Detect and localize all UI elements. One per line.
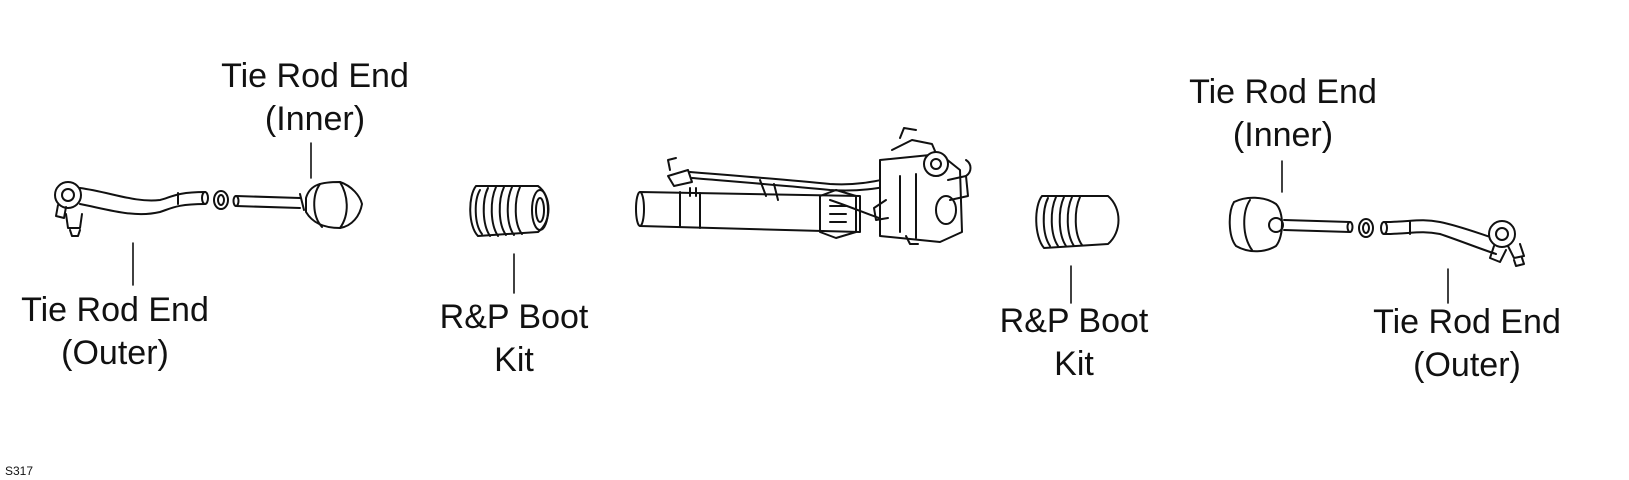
label-line2: (Inner) bbox=[264, 100, 366, 138]
label-line2: (Outer) bbox=[61, 334, 169, 372]
label-left-inner-tie-rod-end: Tie Rod End (Inner) bbox=[210, 55, 420, 141]
label-line1: Tie Rod End bbox=[1373, 303, 1561, 341]
steering-rack-drawing bbox=[635, 127, 972, 245]
label-line2: (Outer) bbox=[1413, 346, 1521, 384]
label-right-outer-tie-rod-end: Tie Rod End (Outer) bbox=[1362, 301, 1572, 387]
label-right-inner-tie-rod-end: Tie Rod End (Inner) bbox=[1178, 71, 1388, 157]
right-boot-drawing bbox=[1035, 195, 1120, 249]
label-left-boot-kit: R&P Boot Kit bbox=[424, 296, 604, 382]
label-line2: Kit bbox=[494, 341, 534, 379]
left-boot-drawing bbox=[469, 185, 550, 237]
figure-code: S317 bbox=[5, 464, 34, 478]
label-line2: (Inner) bbox=[1232, 116, 1334, 154]
label-line1: R&P Boot bbox=[439, 298, 589, 336]
label-line1: Tie Rod End bbox=[1189, 73, 1377, 111]
label-line1: Tie Rod End bbox=[21, 291, 209, 329]
right-inner-tie-rod-end-drawing bbox=[1228, 196, 1354, 253]
label-line1: R&P Boot bbox=[999, 302, 1149, 340]
leader-lines bbox=[132, 142, 1449, 304]
left-outer-tie-rod-end-drawing bbox=[54, 181, 229, 237]
label-right-boot-kit: R&P Boot Kit bbox=[984, 300, 1164, 386]
left-inner-tie-rod-end-drawing bbox=[232, 181, 363, 229]
label-line1: Tie Rod End bbox=[221, 57, 409, 95]
label-line2: Kit bbox=[1054, 345, 1094, 383]
right-outer-tie-rod-end-drawing bbox=[1358, 218, 1525, 267]
label-left-outer-tie-rod-end: Tie Rod End (Outer) bbox=[10, 289, 220, 375]
